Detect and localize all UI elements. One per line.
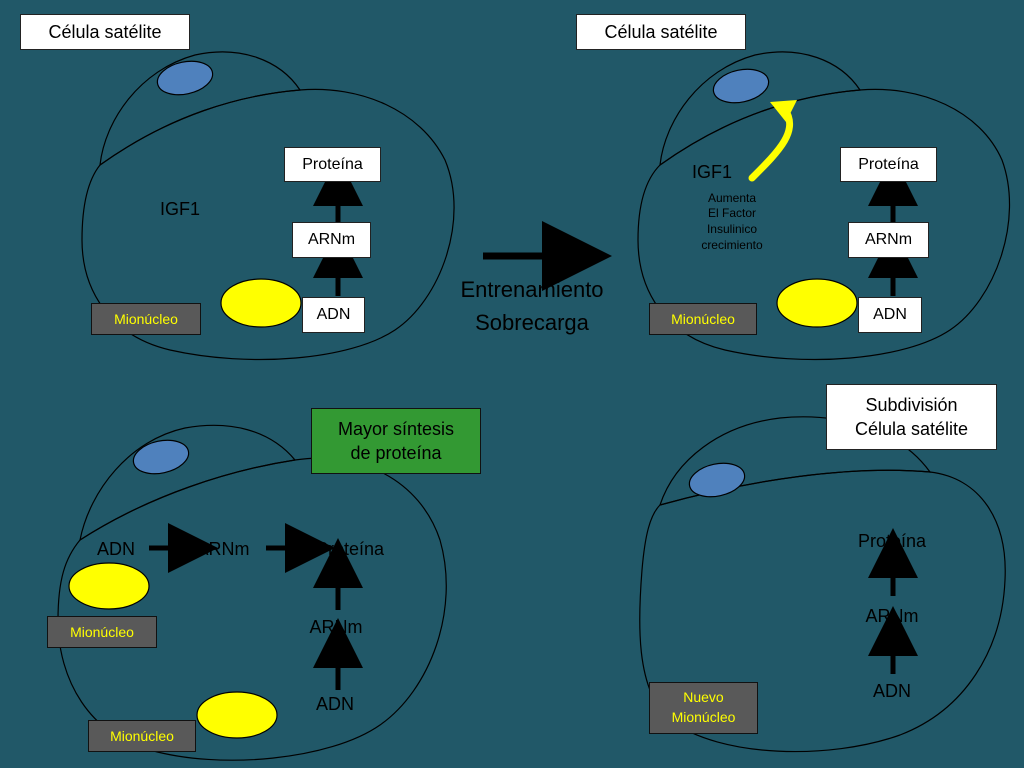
panel-4-cell	[639, 416, 1006, 753]
muscle-fiber-outer	[79, 424, 297, 542]
panel-2-title: Célula satélite	[576, 14, 746, 50]
training-label-line2: Sobrecarga	[475, 310, 589, 335]
panel-3-protein: Proteína	[315, 538, 385, 559]
panel-2-igf-note: Aumenta El Factor Insulinico crecimiento	[701, 190, 763, 252]
panel-3-myonucleus-label-2: Mionúcleo	[88, 720, 196, 752]
panel-1-myonucleus-label: Mionúcleo	[91, 303, 201, 335]
igf-highlight-arrowhead	[770, 100, 797, 122]
panel-3-title: Mayor síntesis de proteína	[311, 408, 481, 474]
training-label: Entrenamiento Sobrecarga	[432, 272, 632, 340]
panel-4-title: Subdivisión Célula satélite	[826, 384, 997, 450]
panel-2-dna-box: ADN	[858, 297, 922, 333]
panel-2-igf-label: IGF1	[691, 161, 732, 182]
panel-4-protein: Proteína	[857, 530, 927, 551]
panel-3-dna-col: ADN	[315, 693, 354, 714]
panel-1-cell	[81, 51, 455, 361]
muscle-fiber-body	[81, 88, 455, 361]
panel-3-mrna-row: ARNm	[196, 538, 250, 559]
panel-1-igf-label: IGF1	[159, 198, 200, 219]
muscle-fiber-body	[637, 88, 1010, 361]
satellite-cell	[712, 68, 770, 104]
panel-1-dna-box: ADN	[302, 297, 365, 333]
panel-2-mrna-box: ARNm	[848, 222, 929, 258]
muscle-fiber-outer	[659, 51, 862, 167]
muscle-fiber-body	[57, 457, 447, 761]
panel-4-dna: ADN	[872, 680, 911, 701]
panel-3-mrna-col: ARNm	[309, 616, 363, 637]
panel-1-title: Célula satélite	[20, 14, 190, 50]
panel-2-cell	[637, 51, 1010, 361]
panel-1-protein-box: Proteína	[284, 147, 381, 182]
myonucleus-shape-2	[196, 691, 278, 739]
satellite-cell	[132, 439, 190, 475]
panel-4-new-myonucleus-label: Nuevo Mionúcleo	[649, 682, 758, 734]
myonucleus-shape	[220, 278, 302, 328]
myonucleus-shape-1	[68, 562, 150, 610]
panel-3-myonucleus-label-1: Mionúcleo	[47, 616, 157, 648]
muscle-fiber-body	[639, 469, 1006, 753]
panel-2-protein-box: Proteína	[840, 147, 937, 182]
myonucleus-shape	[776, 278, 858, 328]
training-label-line1: Entrenamiento	[460, 277, 604, 302]
satellite-cell	[688, 462, 746, 498]
panel-1-mrna-box: ARNm	[292, 222, 371, 258]
panel-4-mrna: ARNm	[865, 605, 919, 626]
panel-2-myonucleus-label: Mionúcleo	[649, 303, 757, 335]
satellite-cell	[156, 60, 214, 96]
panel-3-dna-row: ADN	[96, 538, 135, 559]
panel-3-cell	[57, 424, 447, 761]
